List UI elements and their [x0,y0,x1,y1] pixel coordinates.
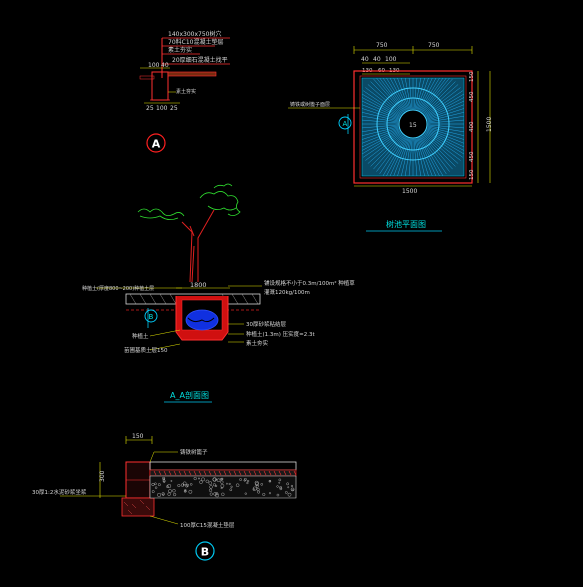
plan-dim-right-450b: 450 [469,151,475,162]
tree-trunk [181,209,215,283]
plan-section-marker: A [343,120,348,128]
section-right-note-1: 铺设规格不小于0.3m/100m² 种植草 [264,279,355,287]
section-right-note-4: 种植土(1.3m) 压实度=2.3t [246,330,315,338]
detail-a-dim-100: 100 [148,62,160,69]
tree-pit-plan: 750 750 40 40 100 130 60 130 15 150 450 … [288,42,493,232]
detail-a-dim-100b: 100 [156,105,168,112]
plan-dim-right-450a: 450 [469,91,475,102]
detail-a-note-1: 140x300x750树穴 [168,30,221,38]
plan-dim-100: 100 [385,56,397,63]
detail-a-dim-25a: 25 [146,105,154,112]
detail-a-dim-25b: 25 [170,105,178,112]
section-right-note-5: 素土夯实 [246,339,269,347]
section-a-a: 1800 铺设规格不小于0.3m/100m² 种植草 灌溉120kg/100m … [82,183,355,403]
detail-a-dim-40: 40 [161,62,169,69]
detail-b-marker-circle [195,541,215,561]
tree-grate [361,77,465,177]
detail-a-marker: A [152,138,161,151]
plan-dim-40b: 40 [373,56,381,63]
section-right-note-3: 30厚砂浆粘结层 [246,320,286,328]
detail-a-side-note: 素土夯实 [176,88,196,95]
detail-b-note-left: 30厚1:2水泥砂浆坐浆 [32,488,87,496]
detail-b-dim-300: 300 [99,470,106,482]
section-left-note: 种植土(厚度800~200)种植土层 [82,285,154,292]
plan-dim-overall-bottom: 1500 [402,188,417,195]
detail-b-note-bottom: 100厚C15混凝土垫层 [180,521,235,529]
section-bottom-note-2: 苗圃基质土层150 [124,346,168,354]
section-title: A_A剖面图 [170,390,209,400]
plan-title: 树池平面图 [386,219,426,229]
detail-a-note-2: 70料C10混凝土垫层 [168,38,223,46]
gravel-layer [149,475,297,499]
detail-a-note-4: 20厚细石混凝土找平 [172,56,228,64]
detail-b-dim-150: 150 [132,433,144,440]
plan-dim-750-right: 750 [428,42,440,49]
plan-dim-40a: 40 [361,56,369,63]
plan-dim-750-left: 750 [376,42,388,49]
plan-dim-overall-right: 1500 [486,117,493,132]
detail-b-marker: B [201,546,209,559]
detail-b: 150 300 铸铁树篦子 30厚1:2水泥砂浆坐浆 100厚C15混凝土垫层 … [32,433,297,561]
detail-a-marker-circle [146,133,166,153]
section-right-note-2: 灌溉120kg/100m [264,288,310,296]
detail-a: 140x300x750树穴 70料C10混凝土垫层 素土夯实 20厚细石混凝土找… [139,30,230,153]
plan-dim-right-150b: 150 [469,169,475,180]
plan-dim-right-400: 400 [469,121,475,132]
tree-canopy [137,183,241,220]
section-bottom-note-1: 种植土 [132,332,149,340]
section-marker: B [149,313,154,321]
section-dim-1800: 1800 [190,281,207,289]
detail-b-note-top: 铸铁树篦子 [180,448,208,456]
plan-center-label: 15 [409,122,417,129]
detail-a-note-3: 素土夯实 [168,46,192,54]
plan-dim-right-150a: 150 [469,71,475,82]
plan-left-note: 铸铁或树篦子面层 [290,101,330,108]
